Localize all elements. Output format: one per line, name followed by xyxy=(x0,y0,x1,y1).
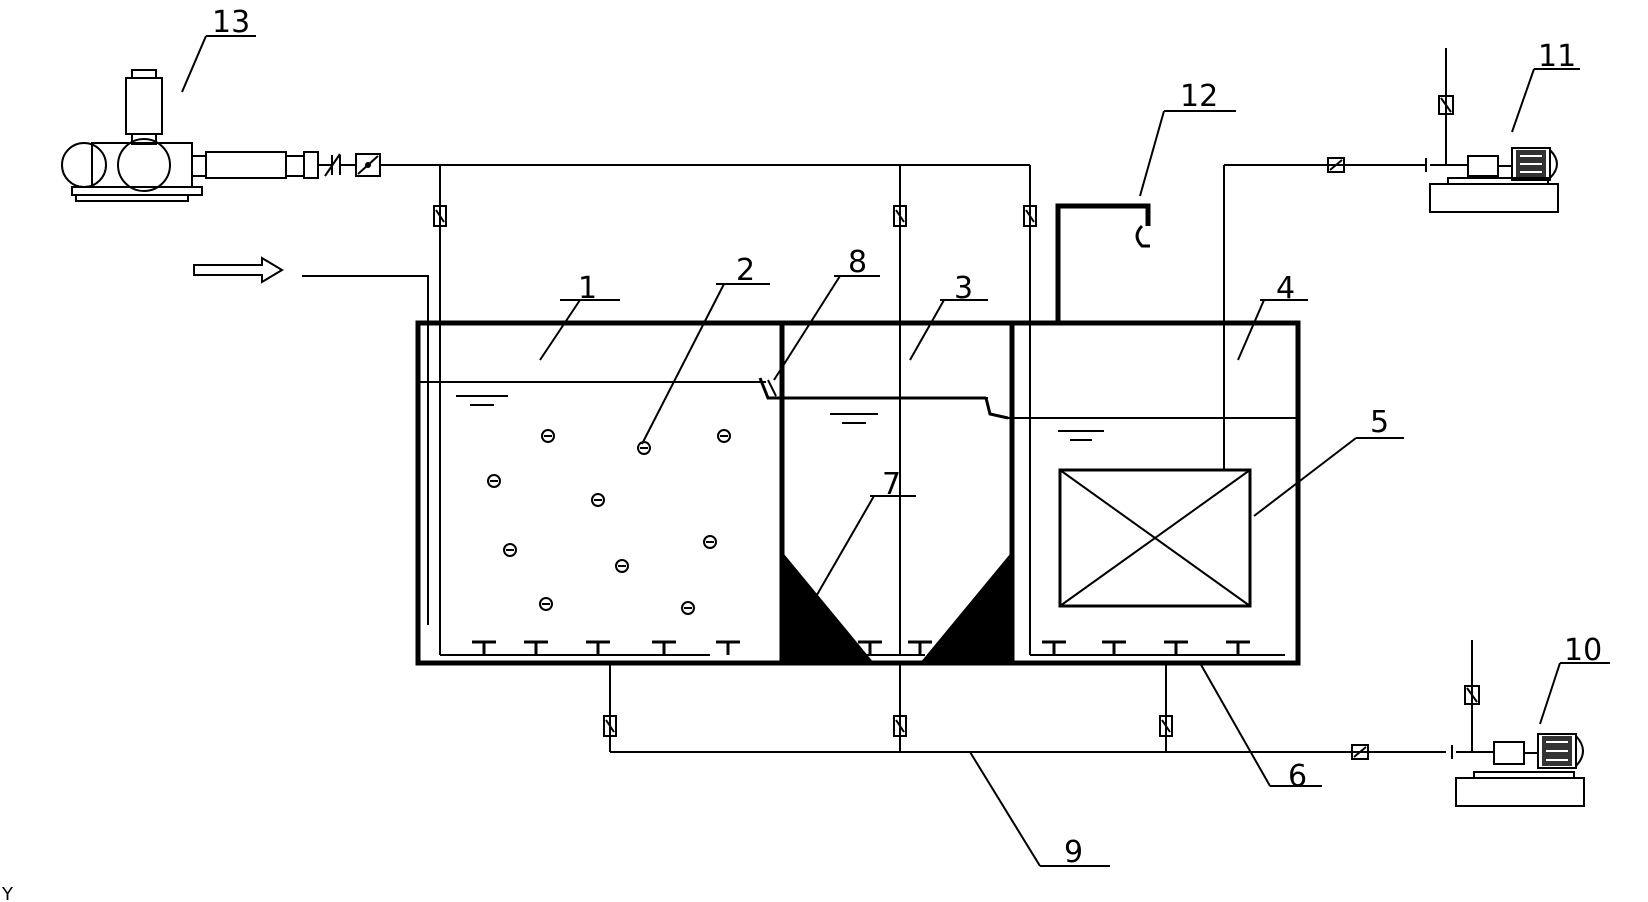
blower-13 xyxy=(61,69,381,202)
label-12: 12 xyxy=(1180,79,1218,114)
aerator-diffuser xyxy=(524,640,548,655)
membrane-module-5 xyxy=(1058,157,1426,608)
aerator-diffuser xyxy=(1226,640,1250,655)
label-5: 5 xyxy=(1370,405,1389,440)
aerator-diffuser xyxy=(908,640,932,655)
callout-labels: 1 2 8 3 4 5 7 6 9 10 11 12 13 Y xyxy=(1,5,1602,902)
label-9: 9 xyxy=(1064,835,1083,870)
tank xyxy=(415,320,1301,666)
label-7: 7 xyxy=(882,467,901,502)
aerator-diffuser xyxy=(472,640,496,655)
label-3: 3 xyxy=(954,271,973,306)
aerator-diffuser xyxy=(1164,640,1188,655)
aerator-diffuser xyxy=(652,640,676,655)
label-2: 2 xyxy=(736,253,755,288)
aerator-diffuser xyxy=(586,640,610,655)
label-13: 13 xyxy=(212,5,250,40)
aerator-diffuser xyxy=(858,640,882,655)
aerator-diffuser xyxy=(1042,640,1066,655)
label-1: 1 xyxy=(578,271,597,306)
label-4: 4 xyxy=(1276,271,1295,306)
pump-10 xyxy=(1451,640,1585,807)
sludge-outlet-12 xyxy=(1055,203,1151,323)
label-11: 11 xyxy=(1538,39,1576,74)
air-pipes xyxy=(380,164,1285,656)
label-6: 6 xyxy=(1288,759,1307,794)
discharge-pipes-9 xyxy=(603,663,1446,760)
aerator-diffuser xyxy=(716,640,740,655)
label-10: 10 xyxy=(1564,633,1602,668)
aerators xyxy=(472,640,1250,655)
label-8: 8 xyxy=(848,245,867,280)
aerator-diffuser xyxy=(1102,640,1126,655)
suction-pump-11 xyxy=(1425,48,1559,213)
suspended-carriers xyxy=(487,429,731,615)
inflow xyxy=(193,256,429,625)
leader-lines xyxy=(181,35,1610,867)
corner-mark: Y xyxy=(1,884,14,902)
